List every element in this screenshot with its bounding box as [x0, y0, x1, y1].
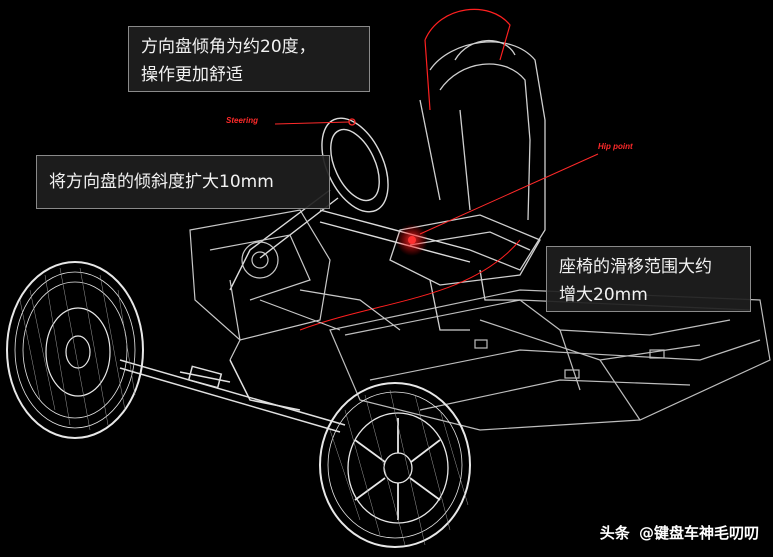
watermark: 头条 @键盘车神毛叨叨: [600, 522, 759, 543]
seat-wireframe: [389, 39, 546, 331]
callout-steering-angle-line1: 方向盘倾角为约20度，: [141, 37, 316, 57]
front-right-wheel: [319, 382, 471, 548]
hip-point-leader-line: [419, 153, 599, 235]
watermark-brand: 头条: [599, 524, 630, 542]
floor-pan: [329, 289, 771, 431]
hip-point-marker: [408, 236, 416, 244]
front-suspension: [189, 209, 401, 361]
callout-steering-tilt: 将方向盘的倾斜度扩大10mm: [36, 155, 330, 209]
front-left-wheel: [6, 261, 144, 439]
watermark-account: @键盘车神毛叨叨: [638, 524, 759, 542]
callout-steering-angle: 方向盘倾角为约20度， 操作更加舒适: [128, 26, 370, 92]
steering-rack: [119, 359, 346, 433]
callout-steering-tilt-line1: 将方向盘的倾斜度扩大10mm: [49, 172, 274, 192]
steering-label: Steering: [226, 116, 259, 125]
steering-assembly: [229, 117, 471, 291]
steering-leader-line: [274, 121, 350, 125]
hip-point-label: Hip point: [598, 142, 633, 151]
callout-seat-slide-line2: 增大20mm: [559, 285, 648, 305]
callout-seat-slide-line1: 座椅的滑移范围大约: [559, 257, 712, 277]
hip-sweep-line: [299, 239, 521, 331]
callout-steering-angle-line2: 操作更加舒适: [141, 65, 243, 85]
callout-seat-slide: 座椅的滑移范围大约 增大20mm: [546, 246, 751, 312]
seat-headroom-outline: [424, 8, 511, 111]
